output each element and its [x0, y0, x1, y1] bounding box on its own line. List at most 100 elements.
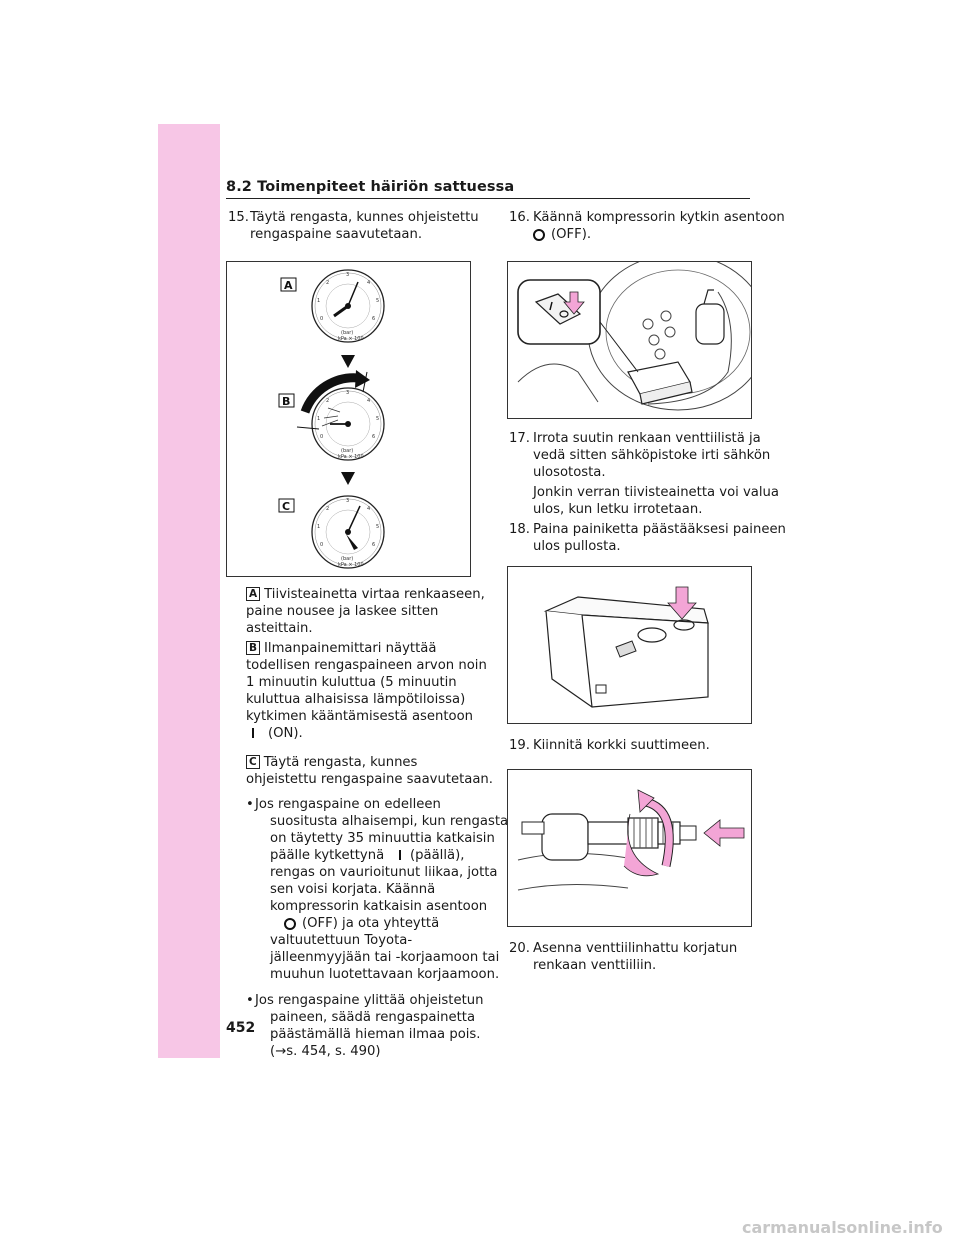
step-17-line3: ulosotosta.: [533, 465, 606, 480]
bullet-2-line4: (→s. 454, s. 490): [270, 1044, 381, 1059]
bullet-1-line6: sen voisi korjata. Käännä: [270, 882, 436, 897]
svg-text:(bar): (bar): [341, 330, 353, 336]
svg-text:1: 1: [317, 298, 320, 304]
bullet-1-line1: Jos rengaspaine on edelleen: [255, 797, 441, 812]
svg-text:6: 6: [372, 316, 375, 322]
svg-text:0: 0: [320, 434, 323, 440]
bullet-1-line10: jälleenmyyjään tai -korjaamoon tai: [270, 950, 500, 965]
note-c-line2: ohjeistettu rengaspaine saavutetaan.: [246, 772, 493, 787]
svg-text:kPa × 100: kPa × 100: [338, 562, 364, 568]
off-switch-icon: [284, 918, 296, 930]
bullet-1-marker: •: [246, 797, 254, 812]
bullet-1-line4a: päälle kytkettynä: [270, 848, 385, 863]
svg-text:0: 0: [320, 316, 323, 322]
bullet-1-line2: suositusta alhaisempi, kun rengasta: [270, 814, 509, 829]
bullet-1-line11: muuhun luotettavaan korjaamoon.: [270, 967, 500, 982]
note-a-line3: asteittain.: [246, 621, 313, 636]
svg-text:C: C: [282, 500, 290, 513]
step-18-line2: ulos pullosta.: [533, 539, 621, 554]
step-17-line2: vedä sitten sähköpistoke irti sähkön: [533, 448, 771, 463]
svg-text:5: 5: [376, 416, 379, 422]
nozzle-cap-figure: [507, 769, 752, 927]
svg-text:(bar): (bar): [341, 556, 353, 562]
nozzle-cap-illustration: [517, 789, 745, 891]
step-15-line2: rengaspaine saavutetaan.: [250, 227, 423, 242]
svg-text:1: 1: [317, 524, 320, 530]
off-switch-icon: [533, 229, 545, 241]
step-20-line2: renkaan venttiiliin.: [533, 958, 657, 973]
section-title: 8.2 Toimenpiteet häiriön sattuessa: [226, 179, 515, 195]
svg-text:2: 2: [326, 280, 329, 286]
svg-text:B: B: [282, 395, 290, 408]
svg-text:3: 3: [346, 390, 349, 396]
bullet-1-line8: (OFF) ja ota yhteyttä: [302, 916, 440, 931]
section-divider: [226, 198, 750, 199]
svg-text:3: 3: [346, 272, 349, 278]
note-b-line4: kuluttua alhaisissa lämpötiloissa): [246, 692, 466, 707]
compressor-switch-illustration: [517, 253, 769, 411]
svg-text:4: 4: [367, 280, 370, 286]
gauge-c: 0 1 2 3 4 5 6 (bar) kPa × 100: [311, 495, 385, 569]
step-20-line1: Asenna venttiilinhattu korjatun: [533, 941, 738, 956]
step-20-number: 20.: [509, 941, 530, 956]
watermark: carmanualsonline.info: [742, 1218, 943, 1237]
bottle-release-illustration: [543, 586, 709, 708]
label-b: B: [246, 641, 261, 655]
svg-text:kPa × 100: kPa × 100: [338, 336, 364, 342]
svg-text:0: 0: [320, 542, 323, 548]
step-16-line1: Käännä kompressorin kytkin asentoon: [533, 210, 785, 225]
step-16-line2: (OFF).: [551, 227, 592, 242]
gauge-illustration: 0 1 2 3 4 5 6 (bar) kPa × 100 A 0 1 2 3 …: [278, 269, 385, 569]
svg-text:2: 2: [326, 398, 329, 404]
svg-text:3: 3: [346, 498, 349, 504]
step-19-number: 19.: [509, 738, 530, 753]
step-19-line1: Kiinnitä korkki suuttimeen.: [533, 738, 710, 753]
label-c: C: [246, 755, 260, 769]
svg-text:A: A: [284, 279, 293, 292]
step-17-line4: Jonkin verran tiivisteainetta voi valua: [533, 485, 779, 500]
note-b-line5: kytkimen kääntämisestä asentoon: [246, 709, 474, 724]
bullet-1-line9: valtuutettuun Toyota-: [270, 933, 413, 948]
chapter-sidebar-tab: [158, 124, 220, 1058]
svg-text:4: 4: [367, 398, 370, 404]
step-15-number: 15.: [228, 210, 249, 225]
bullet-1-line5: rengas on vaurioitunut liikaa, jotta: [270, 865, 498, 880]
step-18-line1: Paina painiketta päästääksesi paineen: [533, 522, 786, 537]
svg-text:2: 2: [326, 506, 329, 512]
label-a: A: [246, 587, 261, 601]
page-number: 452: [226, 1020, 256, 1036]
svg-text:6: 6: [372, 542, 375, 548]
pressure-gauge-figure: 0 1 2 3 4 5 6 (bar) kPa × 100 A 0 1 2 3 …: [226, 261, 471, 577]
svg-text:5: 5: [376, 298, 379, 304]
on-switch-icon: [399, 850, 401, 860]
step-15-line1: Täytä rengasta, kunnes ohjeistettu: [250, 210, 479, 225]
on-switch-icon: [252, 728, 254, 738]
bullet-2-line2: paineen, säädä rengaspainetta: [270, 1010, 476, 1025]
step-17-line5: ulos, kun letku irrotetaan.: [533, 502, 703, 517]
bullet-1-line3: on täytetty 35 minuuttia katkaisin: [270, 831, 495, 846]
bullet-1-line4b: (päällä),: [410, 848, 465, 863]
svg-text:6: 6: [372, 434, 375, 440]
svg-text:4: 4: [367, 506, 370, 512]
step-18-number: 18.: [509, 522, 530, 537]
bullet-2-marker: •: [246, 993, 254, 1008]
bottle-release-figure: [507, 566, 752, 724]
svg-text:1: 1: [317, 416, 320, 422]
bullet-2-line1: Jos rengaspaine ylittää ohjeistetun: [255, 993, 484, 1008]
note-a-line2: paine nousee ja laskee sitten: [246, 604, 439, 619]
note-b-line3: 1 minuutin kuluttua (5 minuutin: [246, 675, 457, 690]
note-b-line2: todellisen rengaspaineen arvon noin: [246, 658, 487, 673]
compressor-switch-figure: [507, 253, 769, 419]
svg-text:5: 5: [376, 524, 379, 530]
step-16-number: 16.: [509, 210, 530, 225]
bullet-2-line3: päästämällä hieman ilmaa pois.: [270, 1027, 481, 1042]
gauge-b: 0 1 2 3 4 5 6 (bar) kPa × 100: [311, 387, 385, 461]
svg-text:(bar): (bar): [341, 448, 353, 454]
gauge-a: 0 1 2 3 4 5 6 (bar) kPa × 100: [311, 269, 385, 343]
svg-text:kPa × 100: kPa × 100: [338, 454, 364, 460]
note-b-line6: (ON).: [268, 726, 303, 741]
step-17-line1: Irrota suutin renkaan venttiilistä ja: [533, 431, 761, 446]
